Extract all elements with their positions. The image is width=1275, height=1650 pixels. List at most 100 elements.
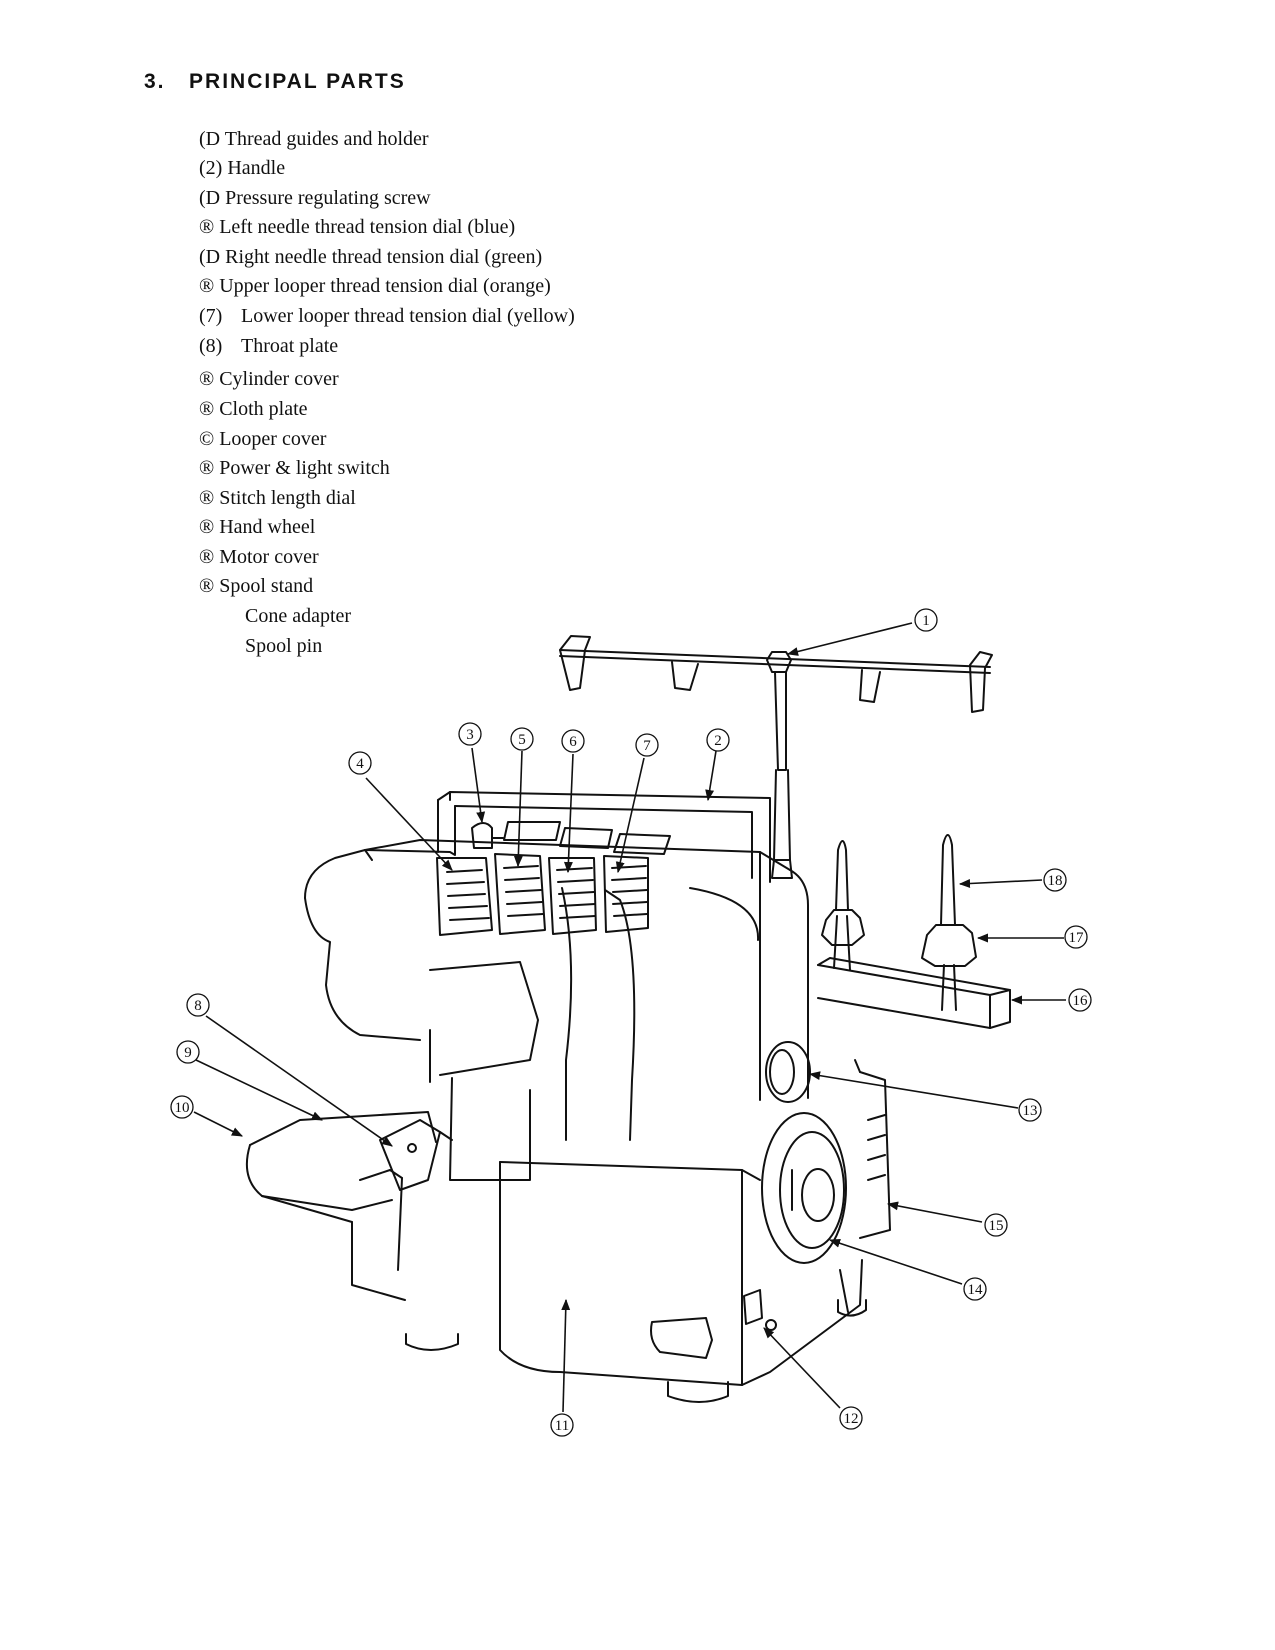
part-label: Upper looper thread tension dial (orange…	[219, 275, 551, 297]
part-marker: (D	[199, 128, 221, 150]
callout-5: 5	[510, 727, 534, 751]
part-item: ® Upper looper thread tension dial (oran…	[199, 275, 551, 298]
arrow-8	[205, 1015, 393, 1147]
part-marker: ®	[199, 275, 215, 297]
callout-label: 18	[1048, 873, 1063, 889]
part-item: ® Cylinder cover	[199, 368, 339, 391]
arrow-2	[705, 750, 717, 802]
part-item: (D Right needle thread tension dial (gre…	[199, 246, 542, 269]
arrow-15	[886, 1201, 983, 1223]
part-label: Power & light switch	[219, 457, 390, 479]
callout-9: 9	[176, 1040, 200, 1064]
callout-label: 3	[466, 727, 474, 743]
part-marker: ®	[199, 398, 215, 420]
subpart-item: Spool pin	[245, 635, 322, 658]
callout-label: 11	[555, 1418, 569, 1434]
arrow-18	[958, 879, 1043, 888]
callout-label: 5	[518, 732, 526, 748]
arrow-4	[365, 777, 453, 871]
callout-label: 8	[194, 998, 202, 1014]
callout-arrows	[193, 622, 1066, 1413]
section-heading: PRINCIPAL PARTS	[189, 70, 406, 93]
part-label: Handle	[227, 157, 286, 179]
part-marker: (7)	[199, 305, 223, 327]
part-item: (7) Lower looper thread tension dial (yel…	[199, 305, 575, 328]
callout-8: 8	[186, 993, 210, 1017]
subpart-label: Cone adapter	[245, 605, 352, 627]
section-number: 3.	[144, 70, 166, 93]
part-item: (8)Throat plate	[199, 335, 338, 358]
part-marker: ®	[199, 457, 215, 479]
part-label: Spool stand	[219, 575, 314, 597]
callout-3: 3	[458, 722, 482, 746]
part-marker: ®	[199, 516, 215, 538]
callout-12: 12	[839, 1406, 863, 1430]
part-item: ® Stitch length dial	[199, 487, 356, 510]
callout-10: 10	[170, 1095, 194, 1119]
part-item: (D Pressure regulating screw	[199, 187, 431, 210]
section-title: 3. PRINCIPAL PARTS	[144, 70, 406, 94]
callout-label: 14	[968, 1282, 984, 1298]
part-item: (D Thread guides and holder	[199, 128, 429, 151]
callout-label: 4	[356, 756, 364, 772]
callout-label: 6	[569, 734, 577, 750]
part-label: Thread guides and holder	[224, 128, 429, 150]
part-marker: ®	[199, 216, 215, 238]
part-label: Left needle thread tension dial (blue)	[219, 216, 516, 238]
part-item: ® Power & light switch	[199, 457, 390, 480]
callout-label: 17	[1069, 930, 1085, 946]
callout-11: 11	[550, 1413, 574, 1437]
part-item: ® Motor cover	[199, 546, 319, 569]
callout-6: 6	[561, 729, 585, 753]
machine-body	[246, 839, 867, 1403]
part-marker: (D	[199, 187, 221, 209]
callout-label: 10	[175, 1100, 190, 1116]
part-marker: ®	[199, 368, 215, 390]
arrow-6	[563, 753, 574, 874]
part-label: Cloth plate	[219, 398, 308, 420]
part-label: Pressure regulating screw	[225, 187, 431, 209]
part-label: Lower looper thread tension dial (yellow…	[241, 305, 575, 327]
callout-16: 16	[1068, 988, 1092, 1012]
thread-guide-holder	[559, 635, 993, 879]
arrow-3	[471, 747, 486, 824]
callout-label: 2	[714, 733, 722, 749]
subpart-item: Cone adapter	[245, 605, 351, 628]
callout-label: 13	[1023, 1103, 1038, 1119]
part-marker: ®	[199, 487, 215, 509]
machine-drawing	[246, 635, 1011, 1403]
part-marker: ®	[199, 546, 215, 568]
callout-1: 1	[914, 608, 938, 632]
callout-13: 13	[1018, 1098, 1042, 1122]
subpart-label: Spool pin	[245, 635, 323, 657]
callout-label: 7	[643, 738, 651, 754]
part-label: Stitch length dial	[219, 487, 356, 509]
callout-label: 12	[844, 1411, 859, 1427]
part-label: Cylinder cover	[219, 368, 339, 390]
part-label: Hand wheel	[219, 516, 316, 538]
part-label: Throat plate	[241, 335, 339, 357]
part-marker: (2)	[199, 157, 223, 179]
arrow-11	[561, 1298, 571, 1413]
part-item: © Looper cover	[199, 428, 326, 451]
arrow-1	[786, 622, 913, 656]
arrow-14	[828, 1238, 963, 1285]
callouts: 1 2 3 4 5 6 7 8 9 10 11 12 13 14 15 16 1…	[170, 608, 1092, 1437]
callout-15: 15	[984, 1213, 1008, 1237]
stitch-length-dial	[765, 1041, 811, 1103]
spool-stand	[817, 834, 1011, 1029]
arrow-5	[513, 750, 523, 868]
part-marker: (D	[199, 246, 221, 268]
arrow-12	[763, 1327, 841, 1409]
part-label: Looper cover	[219, 428, 327, 450]
part-marker: ®	[199, 575, 215, 597]
callout-label: 16	[1073, 993, 1089, 1009]
part-item: (2) Handle	[199, 157, 285, 180]
callout-label: 9	[184, 1045, 192, 1061]
arrow-9	[195, 1059, 324, 1121]
callout-label: 15	[989, 1218, 1004, 1234]
callout-18: 18	[1043, 868, 1067, 892]
arrow-10	[193, 1111, 244, 1137]
part-item: ® Cloth plate	[199, 398, 308, 421]
arrow-13	[808, 1071, 1019, 1109]
